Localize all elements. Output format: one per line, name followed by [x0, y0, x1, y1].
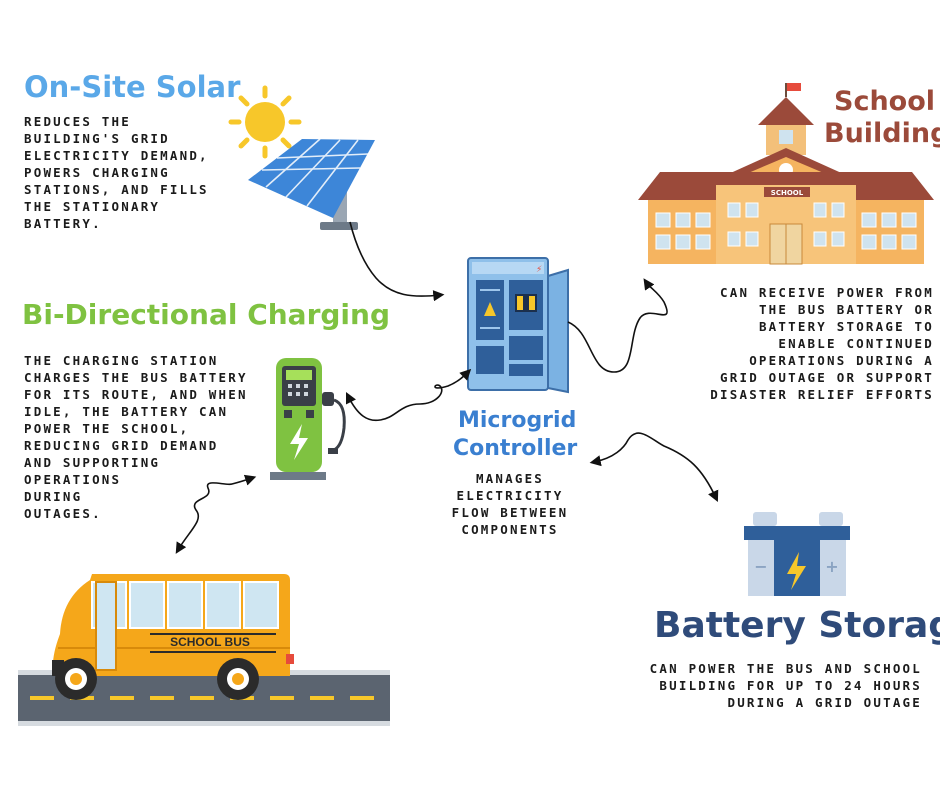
arrow-controller-battery	[589, 432, 719, 503]
solar-description: REDUCES THE BUILDING'S GRID ELECTRICITY …	[24, 114, 209, 231]
controller-title-line1: Microgrid	[458, 408, 577, 433]
battery-plus: +	[825, 557, 838, 576]
solar-panel-icon	[248, 138, 375, 230]
battery-icon: − +	[744, 512, 850, 596]
sun-icon	[228, 85, 302, 159]
battery-minus: −	[754, 557, 767, 576]
school-building-icon: SCHOOL	[638, 83, 934, 265]
controller-title-line2: Controller	[453, 436, 578, 461]
school-description: CAN RECEIVE POWER FROM THE BUS BATTERY O…	[710, 285, 934, 402]
arrow-icon	[175, 221, 719, 554]
school-title-line2: Building	[824, 118, 940, 149]
charging-title: Bi-Directional Charging	[22, 298, 390, 331]
arrow-charger-controller	[345, 368, 472, 422]
arrow-controller-to-school	[567, 278, 668, 373]
microgrid-controller-icon: ⚡	[467, 257, 569, 394]
charging-station-icon	[270, 358, 346, 480]
svg-text:⚡: ⚡	[536, 265, 542, 275]
battery-description: CAN POWER THE BUS AND SCHOOL BUILDING FO…	[649, 661, 922, 710]
solar-title: On-Site Solar	[24, 70, 241, 104]
arrow-charger-bus	[175, 474, 257, 554]
school-bus-icon: SCHOOL BUS	[52, 574, 294, 700]
arrow-solar-to-controller	[349, 221, 445, 302]
school-sign: SCHOOL	[771, 189, 804, 197]
controller-description: MANAGES ELECTRICITY FLOW BETWEEN COMPONE…	[451, 471, 569, 537]
battery-title: Battery Storage	[654, 605, 940, 646]
school-title-line1: School	[834, 86, 936, 117]
charging-description: THE CHARGING STATION CHARGES THE BUS BAT…	[24, 353, 248, 521]
bus-label: SCHOOL BUS	[170, 635, 250, 649]
